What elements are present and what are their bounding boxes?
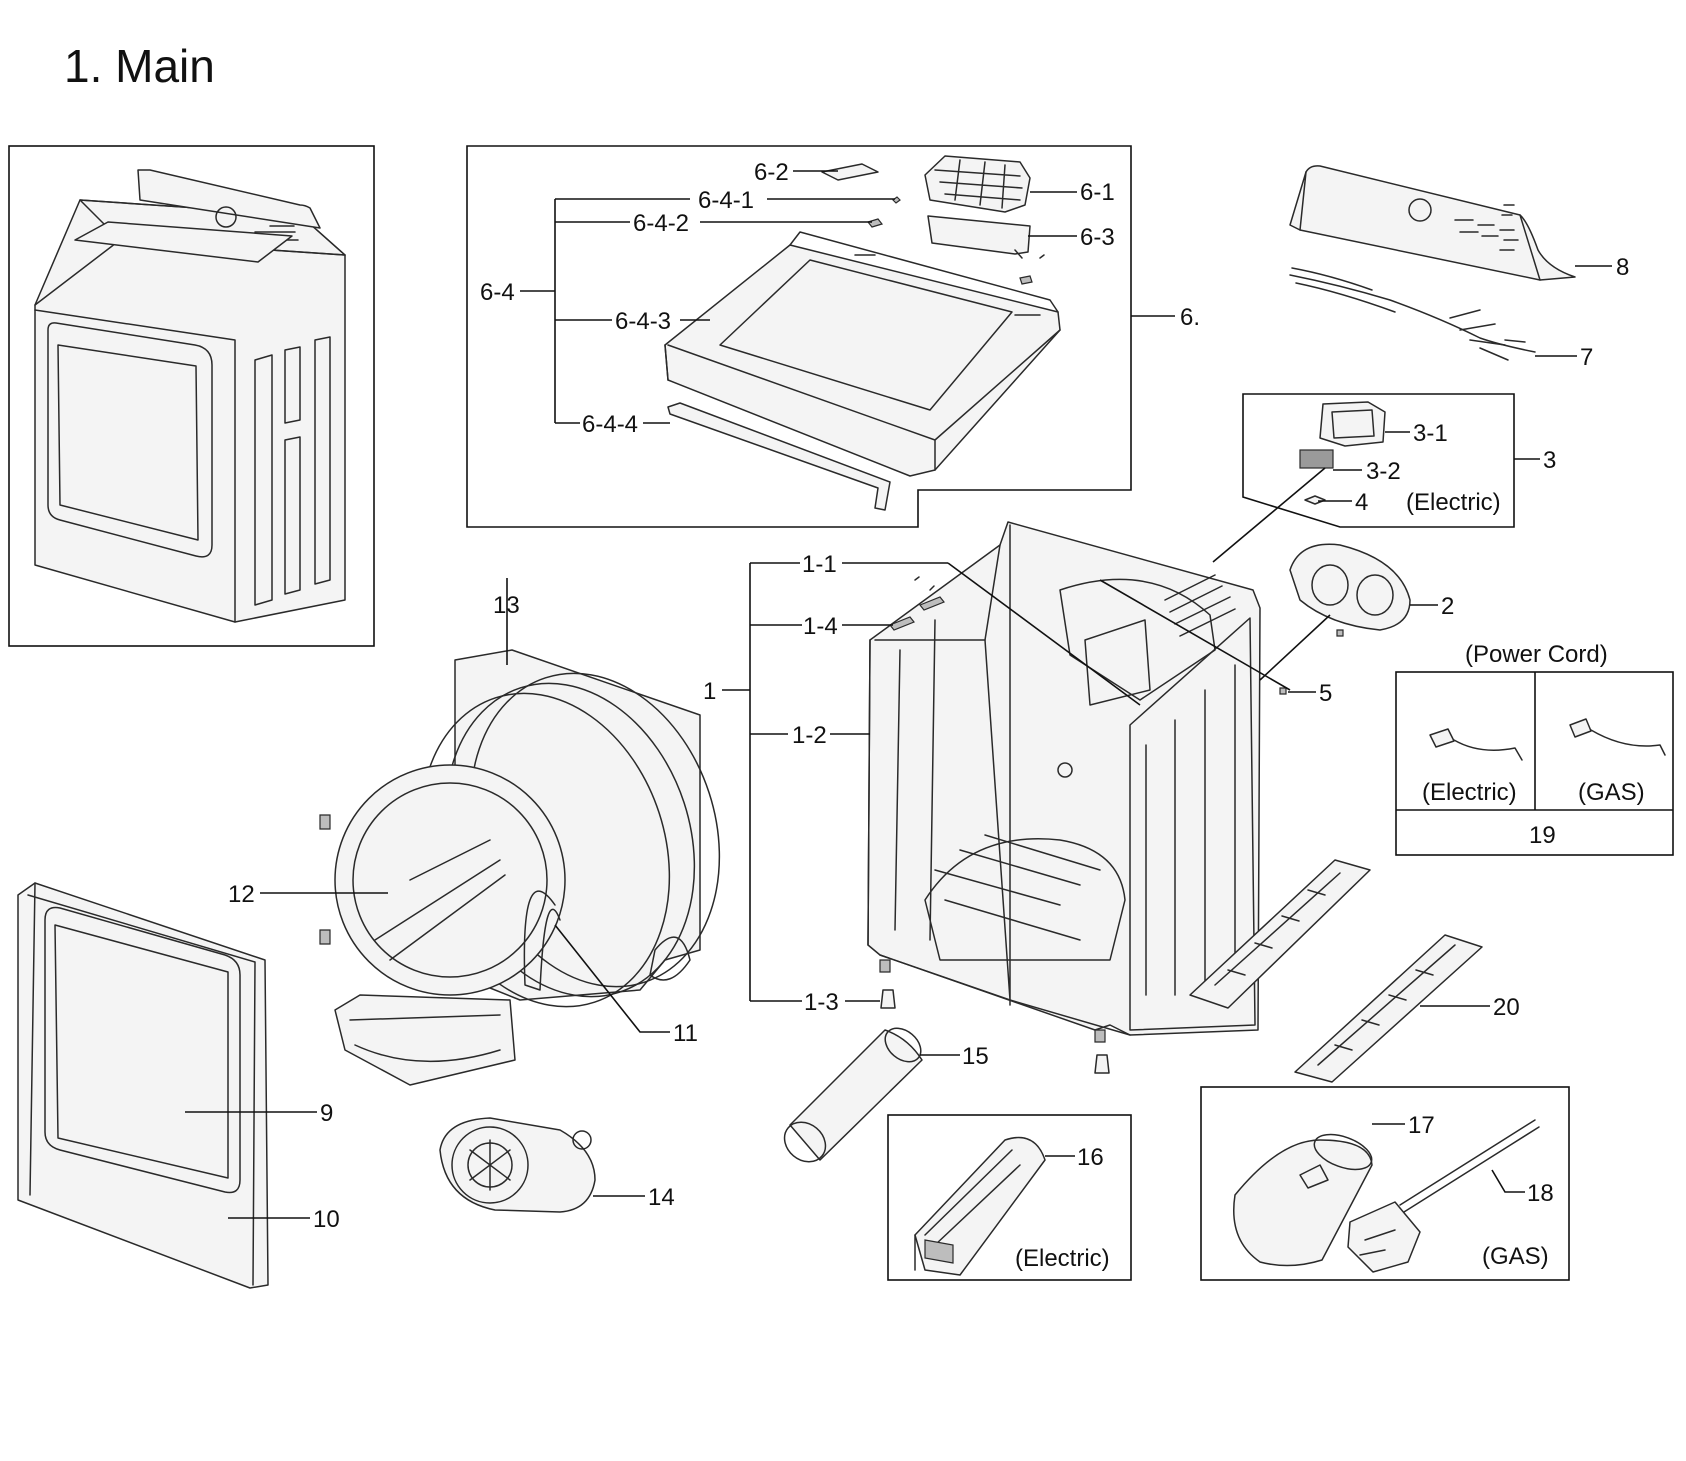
callout-18: 18 <box>1527 1180 1554 1207</box>
part-8 <box>1289 165 1576 281</box>
part-18 <box>1347 1119 1540 1273</box>
top-cover-group-frame <box>466 145 1132 528</box>
part-14 <box>439 1117 596 1213</box>
callout-1: 1 <box>703 678 716 705</box>
door-illustration <box>17 882 269 1289</box>
callout-3-1: 3-1 <box>1413 420 1448 447</box>
part-9 <box>44 906 241 1194</box>
power-cord-electric-label: (Electric) <box>1422 779 1517 806</box>
callout-1-4: 1-4 <box>803 613 838 640</box>
part-15 <box>783 1027 923 1163</box>
power-cord-electric <box>1429 728 1523 761</box>
part-16 <box>914 1136 1046 1276</box>
callout-20: 20 <box>1493 994 1520 1021</box>
part-17 <box>1233 1133 1373 1267</box>
part-6-1 <box>924 155 1031 213</box>
heater-electric-frame <box>887 1114 1132 1281</box>
callout-10: 10 <box>313 1206 340 1233</box>
power-cord-table <box>1395 671 1674 856</box>
part-6-3 <box>927 215 1031 255</box>
callout-7: 7 <box>1580 344 1593 371</box>
part-11 <box>523 890 561 991</box>
part-7 <box>1289 274 1536 353</box>
callout-4: 4 <box>1355 489 1368 516</box>
callout-6-4-1: 6-4-1 <box>698 187 754 214</box>
part-3-1 <box>1319 401 1386 447</box>
callout-5: 5 <box>1319 680 1332 707</box>
callout-3: 3 <box>1543 447 1556 474</box>
diagram-title: 1. Main <box>64 40 215 92</box>
callout-9: 9 <box>320 1100 333 1127</box>
callout-17: 17 <box>1408 1112 1435 1139</box>
assembled-dryer-frame <box>8 145 375 647</box>
callout-6-2: 6-2 <box>754 159 789 186</box>
callout-19: 19 <box>1529 822 1556 849</box>
callout-1-2: 1-2 <box>792 722 827 749</box>
heater-electric-label: (Electric) <box>1015 1245 1110 1272</box>
callout-2: 2 <box>1441 593 1454 620</box>
filter-illustration <box>1299 401 1386 505</box>
power-cord-gas <box>1569 718 1666 756</box>
power-cord-title: (Power Cord) <box>1465 641 1608 668</box>
part-6-2 <box>821 163 879 181</box>
part-6-4-4 <box>667 402 891 511</box>
filter-group-frame <box>1242 393 1515 528</box>
callout-6-3: 6-3 <box>1080 224 1115 251</box>
part-1-3 <box>880 989 896 1009</box>
drum-illustration <box>319 649 721 1086</box>
part-6-4-3 <box>664 244 1061 477</box>
part-2 <box>1289 543 1411 631</box>
callout-6-4-4: 6-4-4 <box>582 411 638 438</box>
burner-gas-frame <box>1200 1086 1570 1281</box>
callout-14: 14 <box>648 1184 675 1211</box>
filter-electric-label: (Electric) <box>1406 489 1501 516</box>
cabinet-illustration <box>867 521 1344 1074</box>
callout-16: 16 <box>1077 1144 1104 1171</box>
callout-labels: 6-2 6-1 6-4-1 6-4-2 6-3 6-4 6-4-3 6. 6-4… <box>228 159 1645 1272</box>
power-cord-gas-label: (GAS) <box>1578 779 1645 806</box>
callout-1-3: 1-3 <box>804 989 839 1016</box>
callout-6-1: 6-1 <box>1080 179 1115 206</box>
assembled-dryer-illustration <box>34 169 346 623</box>
callout-3-2: 3-2 <box>1366 458 1401 485</box>
callout-13: 13 <box>493 592 520 619</box>
callout-1-1: 1-1 <box>802 551 837 578</box>
leader-lines <box>185 170 1612 1219</box>
burner-gas-label: (GAS) <box>1482 1243 1549 1270</box>
part-20 <box>1189 859 1483 1083</box>
part-1-4 <box>889 616 915 631</box>
callout-11: 11 <box>673 1020 698 1047</box>
callout-15: 15 <box>962 1043 989 1070</box>
callout-8: 8 <box>1616 254 1629 281</box>
callout-6-4-3: 6-4-3 <box>615 308 671 335</box>
part-5 <box>1279 687 1287 695</box>
callout-6-4: 6-4 <box>480 279 515 306</box>
top-cover-illustration <box>664 155 1061 511</box>
part-3-2 <box>1299 449 1334 469</box>
callout-6-4-2: 6-4-2 <box>633 210 689 237</box>
part-4 <box>1304 495 1326 505</box>
callout-6: 6. <box>1180 304 1200 331</box>
control-panel-illustration <box>1289 165 1576 361</box>
callout-12: 12 <box>228 881 255 908</box>
part-12 <box>334 764 566 996</box>
